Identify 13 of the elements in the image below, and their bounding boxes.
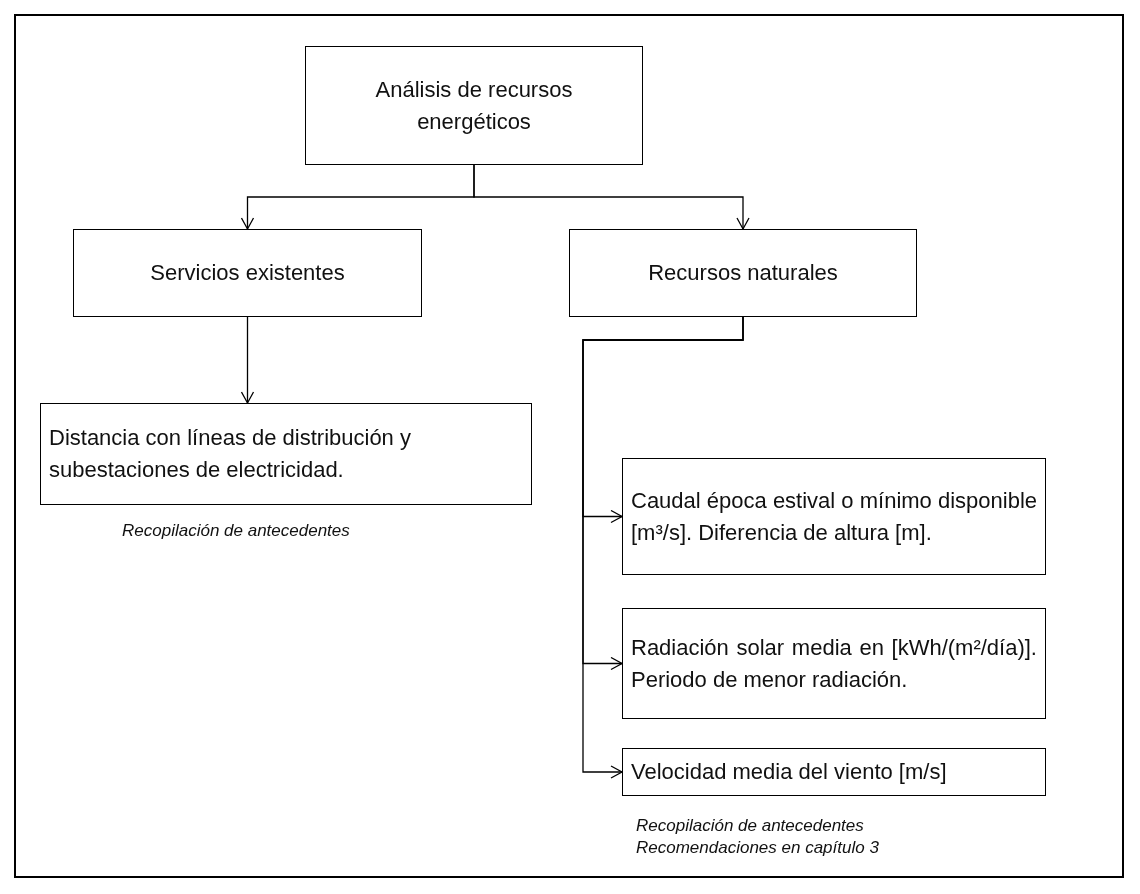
result-box: Radiación solar media en [kWh/(m²/día)]. Periodo de menor radiación.: [622, 608, 1046, 719]
connector-arrow: [240, 316, 255, 404]
category-box: Recursos naturales: [569, 229, 917, 317]
result-box: Distancia con líneas de distribución y subestaciones de electricidad.: [40, 403, 532, 505]
source-note: Recopilación de antecedentes: [636, 816, 864, 836]
result-box: Caudal época estival o mínimo disponible [m³/s]. Diferencia de altura [m].: [622, 458, 1046, 575]
root-box: Análisis de recursos energéticos: [305, 46, 643, 165]
result-box: Velocidad media del viento [m/s]: [622, 748, 1046, 796]
category-box: Servicios existentes: [73, 229, 422, 317]
source-note: Recopilación de antecedentes: [122, 521, 350, 541]
connector-arrow: [473, 164, 750, 230]
source-note: Recomendaciones en capítulo 3: [636, 838, 879, 858]
connector-arrow: [582, 316, 744, 779]
